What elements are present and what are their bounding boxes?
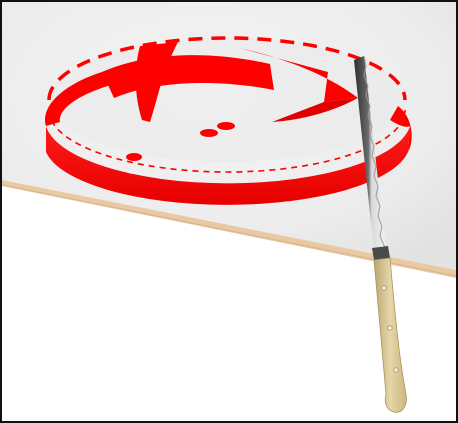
knife-serration: [363, 55, 387, 251]
hole-3: [126, 153, 142, 161]
knife-handle: [373, 257, 407, 413]
cut-line-front: [48, 109, 406, 173]
rotation-band-left-return: [45, 72, 114, 126]
hole-1: [200, 129, 218, 137]
hole-2: [217, 122, 235, 130]
knife-bolster: [372, 246, 390, 260]
rotation-band: [46, 126, 410, 205]
handle-rivet-2: [387, 325, 393, 331]
rotation-arrow-head-lower: [272, 98, 358, 122]
rotation-band-right-return: [390, 106, 412, 152]
rotation-arrow-head: [240, 48, 358, 102]
rotation-arrow-fin: [135, 42, 178, 122]
handle-rivet-1: [381, 285, 387, 291]
cut-line-back: [47, 36, 407, 101]
knife-blade: [354, 56, 386, 252]
handle-rivet-3: [393, 367, 399, 373]
